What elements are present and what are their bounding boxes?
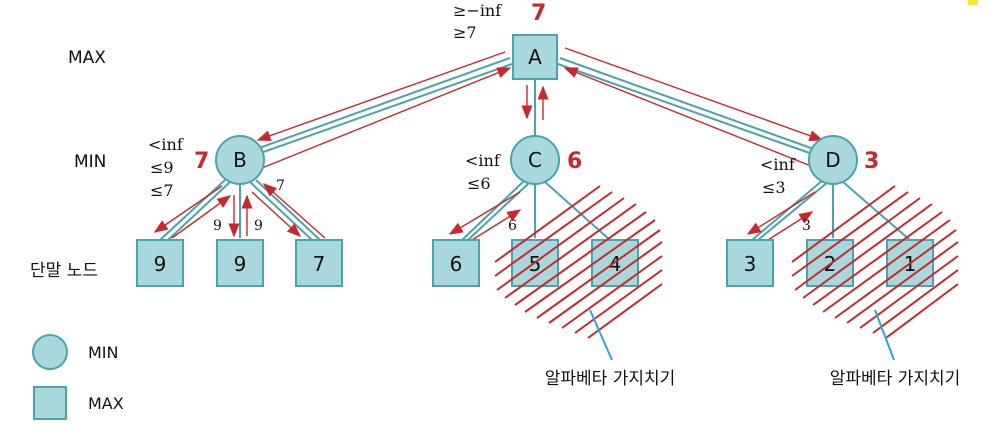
node-b-bound-1: <inf bbox=[148, 135, 184, 154]
node-d-value: 3 bbox=[864, 149, 879, 174]
level-label-terminal: 단말 노드 bbox=[30, 261, 98, 281]
leaf-node bbox=[295, 239, 343, 287]
pruning-hatch-d bbox=[791, 185, 959, 339]
pruning-hatch-c bbox=[494, 185, 663, 339]
level-label-min: MIN bbox=[74, 152, 106, 172]
node-a-bound-2: ≥7 bbox=[453, 23, 477, 42]
edge-label-b-mid: 9 bbox=[254, 218, 263, 234]
max-node-a bbox=[512, 34, 558, 80]
edge-label-c-left: 6 bbox=[508, 218, 517, 234]
pruning-pointer-c bbox=[589, 309, 613, 361]
node-a-value: 7 bbox=[531, 1, 546, 26]
node-a-label: A bbox=[528, 45, 542, 69]
pruning-label-c: 알파베타 가지치기 bbox=[545, 369, 676, 389]
node-c-bound-2: ≤6 bbox=[467, 174, 491, 193]
node-d-bound-1: <inf bbox=[760, 155, 796, 174]
node-b-label: B bbox=[233, 148, 247, 172]
node-b-bound-3: ≤7 bbox=[150, 181, 174, 200]
leaf-node bbox=[216, 239, 264, 287]
edge-label-d-left: 3 bbox=[802, 218, 811, 234]
leaf-node bbox=[136, 239, 184, 287]
min-node-b bbox=[215, 135, 265, 185]
traversal-arrows bbox=[153, 47, 824, 241]
leaf-value: 9 bbox=[234, 252, 247, 276]
legend-circle-label: MIN bbox=[88, 343, 119, 362]
legend-square-label: MAX bbox=[88, 394, 124, 413]
leaf-value: 6 bbox=[450, 252, 463, 276]
node-b-value: 7 bbox=[194, 149, 209, 174]
leaf-value: 7 bbox=[313, 252, 326, 276]
leaf-value: 3 bbox=[744, 252, 757, 276]
node-b-bound-2: ≤9 bbox=[150, 158, 174, 177]
pruning-label-d: 알파베타 가지치기 bbox=[830, 369, 961, 389]
min-node-d bbox=[808, 135, 858, 185]
leaf-node bbox=[726, 239, 774, 287]
legend-square-icon bbox=[33, 386, 67, 420]
node-c-value: 6 bbox=[567, 149, 582, 174]
pruning-pointer-d bbox=[874, 309, 895, 361]
edge-label-b-left: 9 bbox=[213, 218, 222, 234]
leaf-value: 4 bbox=[609, 252, 622, 276]
node-c-label: C bbox=[528, 148, 542, 172]
edge-label-b-right: 7 bbox=[276, 178, 285, 194]
node-c-bound-1: <inf bbox=[465, 151, 501, 170]
min-node-c bbox=[510, 135, 560, 185]
node-d-label: D bbox=[825, 148, 840, 172]
leaf-node bbox=[432, 239, 480, 287]
legend-circle-icon bbox=[32, 334, 68, 370]
leaf-value: 9 bbox=[154, 252, 167, 276]
node-a-bound-1: ≥−inf bbox=[453, 1, 502, 20]
leaf-value: 5 bbox=[529, 252, 542, 276]
level-label-max: MAX bbox=[68, 48, 106, 68]
node-d-bound-2: ≤3 bbox=[762, 178, 786, 197]
